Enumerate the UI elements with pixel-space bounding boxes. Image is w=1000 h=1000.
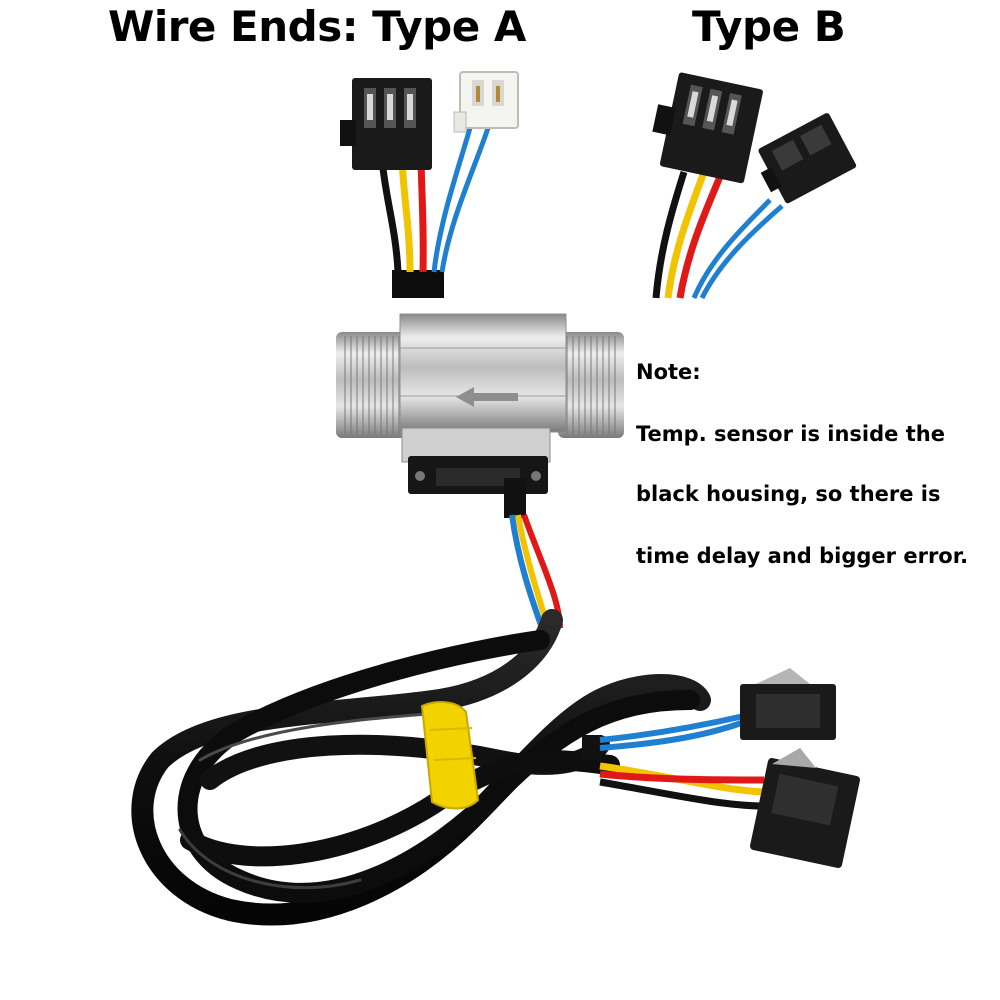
flow-direction-arrow-icon — [456, 387, 518, 407]
type-a-wire-ends — [340, 71, 519, 298]
blue-wire — [699, 204, 784, 300]
note-line: time delay and bigger error. — [636, 544, 969, 568]
blue-wire — [691, 198, 772, 299]
right-threaded-end — [558, 332, 624, 438]
black-2-pin-connector — [758, 113, 857, 204]
red-wire — [676, 170, 726, 299]
black-2-pin-connector — [740, 668, 836, 740]
black-wire — [652, 170, 688, 299]
yellow-wire — [398, 159, 414, 273]
flow-sensor — [336, 313, 624, 494]
yellow-cable-tie — [420, 701, 480, 810]
wire-sleeve — [504, 478, 526, 518]
black-wire — [378, 159, 402, 273]
white-2-pin-connector — [453, 71, 519, 133]
cable-sheath — [392, 270, 444, 298]
red-wire — [599, 770, 765, 784]
left-threaded-end — [336, 332, 408, 438]
sensor-lead-wires — [504, 478, 563, 630]
output-wires — [582, 713, 765, 810]
hex-body — [399, 313, 567, 433]
blue-wire — [509, 514, 545, 630]
note-heading: Note: — [636, 360, 701, 384]
type-b-title: Type B — [692, 2, 846, 51]
blue-wire — [599, 719, 746, 751]
black-3-pin-connector — [652, 72, 763, 184]
black-3-pin-connector — [340, 78, 432, 170]
yellow-wire — [664, 170, 708, 299]
black-sensor-housing — [408, 456, 548, 494]
note-line: Temp. sensor is inside the — [636, 422, 945, 446]
black-3-pin-connector — [749, 748, 861, 869]
black-wire — [599, 778, 765, 810]
blue-wire — [599, 713, 745, 743]
type-b-wire-ends — [652, 72, 857, 300]
blue-wire — [431, 127, 473, 273]
type-a-title: Wire Ends: Type A — [108, 2, 526, 51]
blue-wire — [439, 127, 491, 273]
red-wire — [417, 159, 427, 273]
note-line: black housing, so there is — [636, 482, 941, 506]
